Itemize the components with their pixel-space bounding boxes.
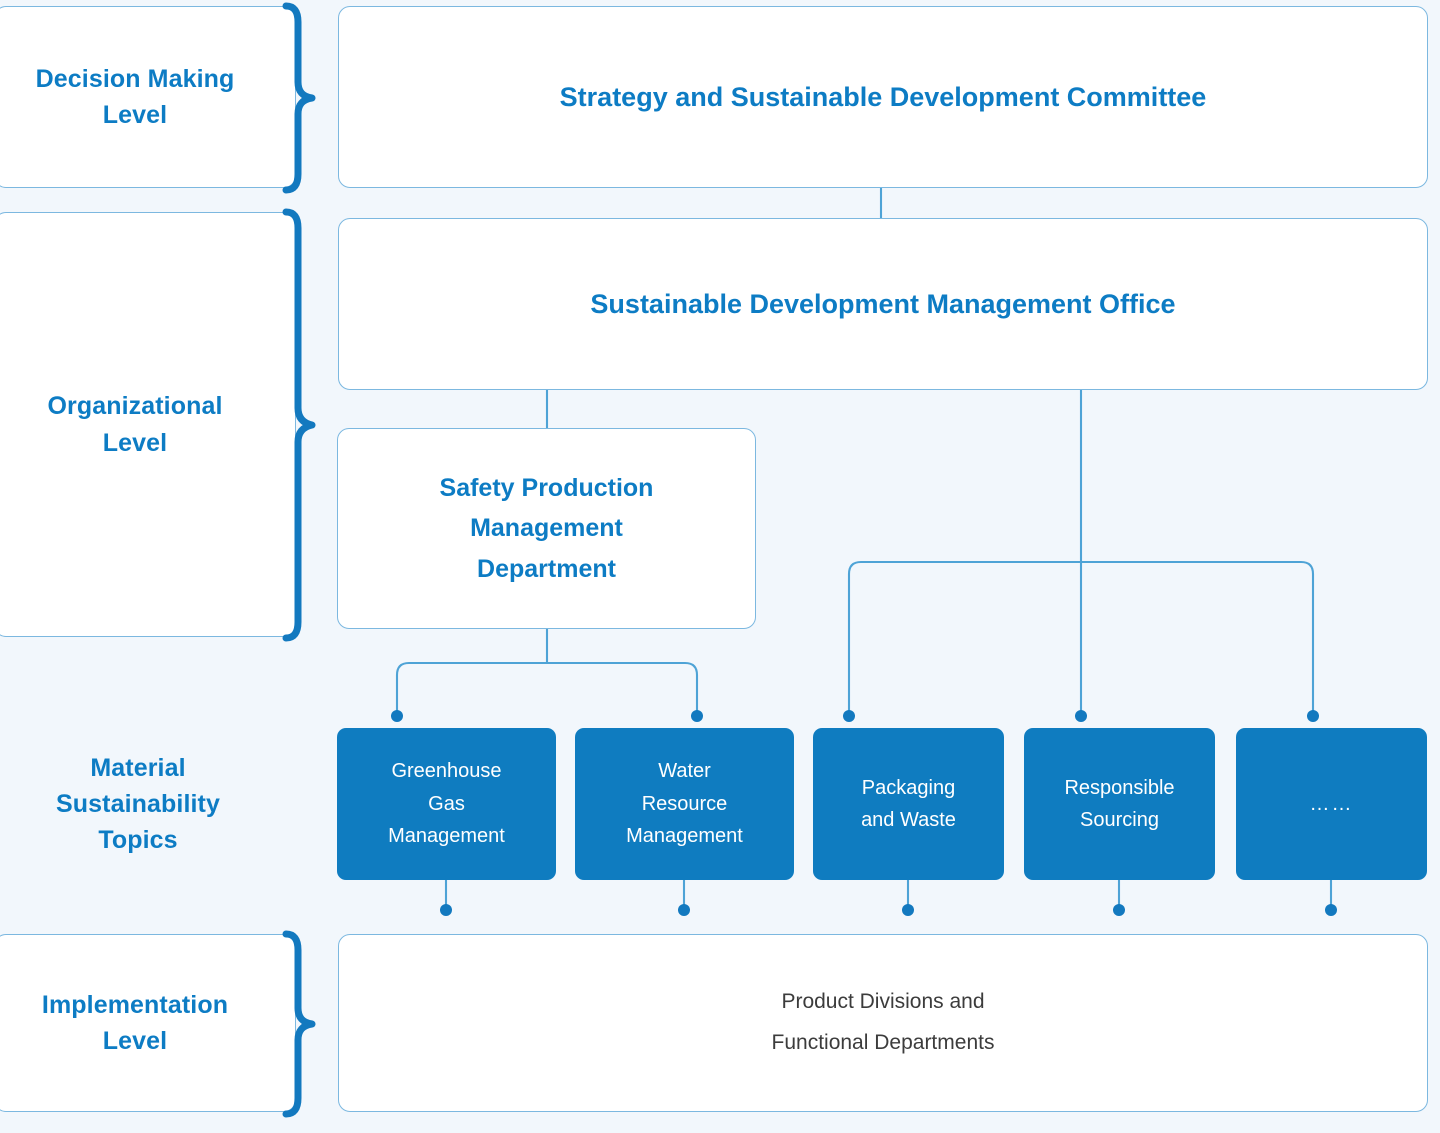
node-implementation-label: Product Divisions and Functional Departm… xyxy=(772,982,995,1064)
topic-packaging-line2: and Waste xyxy=(861,809,956,831)
level-label-implementation: Implementation Level xyxy=(0,934,296,1112)
connector-dot-water-bottom xyxy=(678,904,690,916)
topic-ghg-line2: Gas xyxy=(428,792,465,815)
topic-chip-packaging-label: Packaging and Waste xyxy=(861,772,956,837)
topic-sourcing-line2: Sourcing xyxy=(1080,809,1159,831)
node-safety-department-label: Safety Production Management Department xyxy=(440,468,654,590)
level-label-organizational-line1: Organizational xyxy=(47,392,223,421)
edge-office-bus xyxy=(847,560,1315,715)
topic-packaging-line1: Packaging xyxy=(861,776,956,799)
connector-dot-more-bottom xyxy=(1325,904,1337,916)
node-implementation-line1: Product Divisions and xyxy=(781,990,985,1014)
level-label-implementation-line1: Implementation xyxy=(41,990,229,1019)
topic-water-line1: Water xyxy=(658,760,711,783)
topic-chip-water[interactable]: Water Resource Management xyxy=(575,728,794,880)
topic-water-line3: Management xyxy=(626,825,743,848)
topic-sourcing-line1: Responsible xyxy=(1064,776,1175,799)
topic-chip-more[interactable]: …… xyxy=(1236,728,1427,880)
topic-chip-packaging[interactable]: Packaging and Waste xyxy=(813,728,1004,880)
connector-dot-sourcing-top xyxy=(1075,710,1087,722)
node-safety-department: Safety Production Management Department xyxy=(337,428,756,629)
topic-ghg-line3: Management xyxy=(388,825,505,848)
topic-chip-water-label: Water Resource Management xyxy=(626,755,743,852)
level-label-decision-line1: Decision Making xyxy=(35,64,235,93)
edge-safety-bus xyxy=(395,661,699,715)
connector-dot-water-top xyxy=(691,710,703,722)
topic-water-line2: Resource xyxy=(641,792,728,815)
level-label-material-topics: Material Sustainability Topics xyxy=(0,728,276,880)
node-implementation-line2: Functional Departments xyxy=(771,1031,995,1054)
level-label-material-line1: Material xyxy=(90,753,186,782)
topic-chip-sourcing[interactable]: Responsible Sourcing xyxy=(1024,728,1215,880)
node-management-office: Sustainable Development Management Offic… xyxy=(338,218,1428,390)
connector-dot-packaging-bottom xyxy=(902,904,914,916)
node-implementation-departments: Product Divisions and Functional Departm… xyxy=(338,934,1428,1112)
level-label-organizational-line2: Level xyxy=(102,428,168,457)
connector-dot-more-top xyxy=(1307,710,1319,722)
node-committee-label: Strategy and Sustainable Development Com… xyxy=(559,81,1207,112)
topic-chip-more-label: …… xyxy=(1309,792,1354,815)
node-safety-line3: Department xyxy=(477,554,616,583)
connector-dot-sourcing-bottom xyxy=(1113,904,1125,916)
topic-chip-sourcing-label: Responsible Sourcing xyxy=(1064,772,1174,837)
connector-dot-ghg-bottom xyxy=(440,904,452,916)
topic-chip-ghg[interactable]: Greenhouse Gas Management xyxy=(337,728,556,880)
level-label-decision-line2: Level xyxy=(102,101,168,129)
node-safety-line1: Safety Production xyxy=(439,473,654,502)
topic-ghg-line1: Greenhouse xyxy=(391,760,502,783)
connector-dot-packaging-top xyxy=(843,710,855,722)
level-label-material-line2: Sustainability xyxy=(56,789,220,818)
topic-chip-ghg-label: Greenhouse Gas Management xyxy=(388,755,505,852)
connector-dot-ghg-top xyxy=(391,710,403,722)
level-label-material-line3: Topics xyxy=(98,826,178,855)
level-label-implementation-line2: Level xyxy=(102,1027,168,1055)
node-management-office-label: Sustainable Development Management Offic… xyxy=(590,288,1176,319)
node-safety-line2: Management xyxy=(470,514,623,543)
node-committee: Strategy and Sustainable Development Com… xyxy=(338,6,1428,188)
level-label-organizational: Organizational Level xyxy=(0,212,296,637)
level-label-decision-making: Decision Making Level xyxy=(0,6,296,188)
